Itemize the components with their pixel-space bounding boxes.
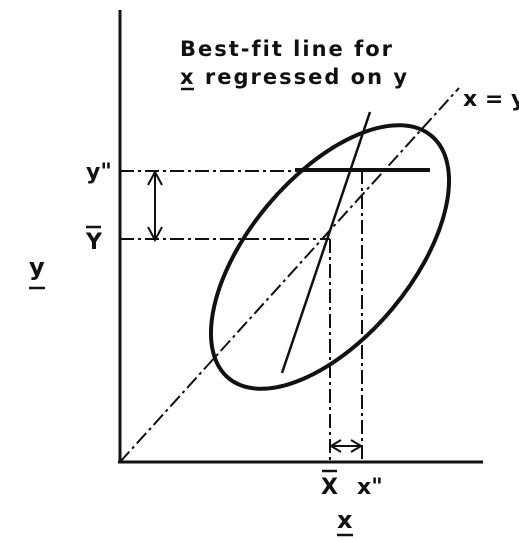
- annotation-x-variable: x: [180, 65, 196, 89]
- x-mean-label: X: [321, 475, 338, 500]
- x-axis-label: x: [337, 506, 353, 534]
- annotation-line-2: x regressed on y: [180, 65, 409, 89]
- annotation-regressed-text: regressed on y: [196, 65, 410, 89]
- annotation-line-1: Best-fit line for: [180, 37, 394, 61]
- y-difference-arrow: [147, 169, 163, 243]
- x-difference-arrow: [329, 439, 363, 453]
- y-axis-label: y: [29, 253, 45, 281]
- y-mean-label: Y: [85, 230, 103, 255]
- best-fit-line: [280, 111, 372, 374]
- x-double-prime-label: x": [357, 475, 383, 500]
- y-double-prime-label: y": [86, 160, 112, 185]
- data-ellipse: [208, 123, 452, 391]
- identity-line-label: x = y: [463, 87, 519, 112]
- identity-line: [119, 87, 460, 463]
